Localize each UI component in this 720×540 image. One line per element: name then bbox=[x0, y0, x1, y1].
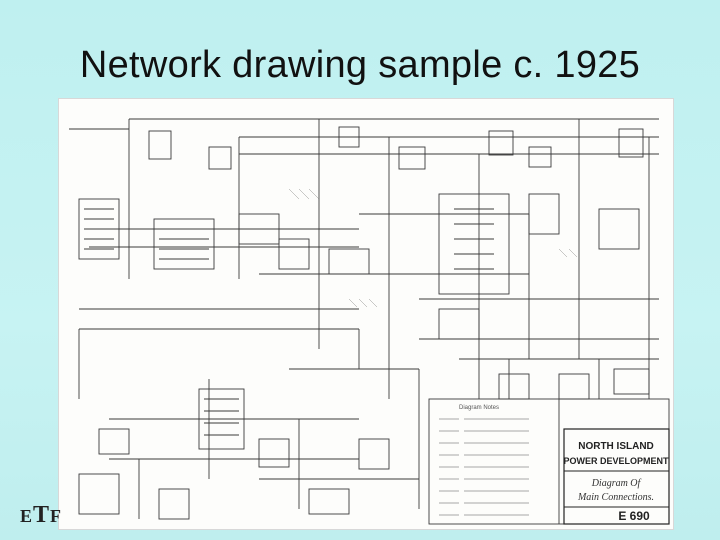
slide-title: Network drawing sample c. 1925 bbox=[79, 44, 641, 86]
network-drawing: NORTH ISLAND POWER DEVELOPMENT Diagram O… bbox=[58, 98, 674, 530]
title-block-line2: POWER DEVELOPMENT bbox=[563, 456, 669, 466]
title-block bbox=[563, 428, 670, 525]
schematic-svg: NORTH ISLAND POWER DEVELOPMENT Diagram O… bbox=[69, 118, 670, 525]
corner-logo: ETF bbox=[20, 502, 62, 529]
logo-letter-t: T bbox=[33, 502, 51, 528]
drawing-number: E 690 bbox=[618, 509, 650, 523]
title-block-subtitle1: Diagram Of bbox=[591, 478, 642, 489]
logo-letter-f: F bbox=[50, 506, 63, 526]
logo-letter-e: E bbox=[20, 506, 34, 526]
legend-heading: Diagram Notes bbox=[459, 405, 499, 411]
title-block-subtitle2: Main Connections. bbox=[577, 492, 654, 503]
title-block-line1: NORTH ISLAND bbox=[578, 441, 654, 452]
